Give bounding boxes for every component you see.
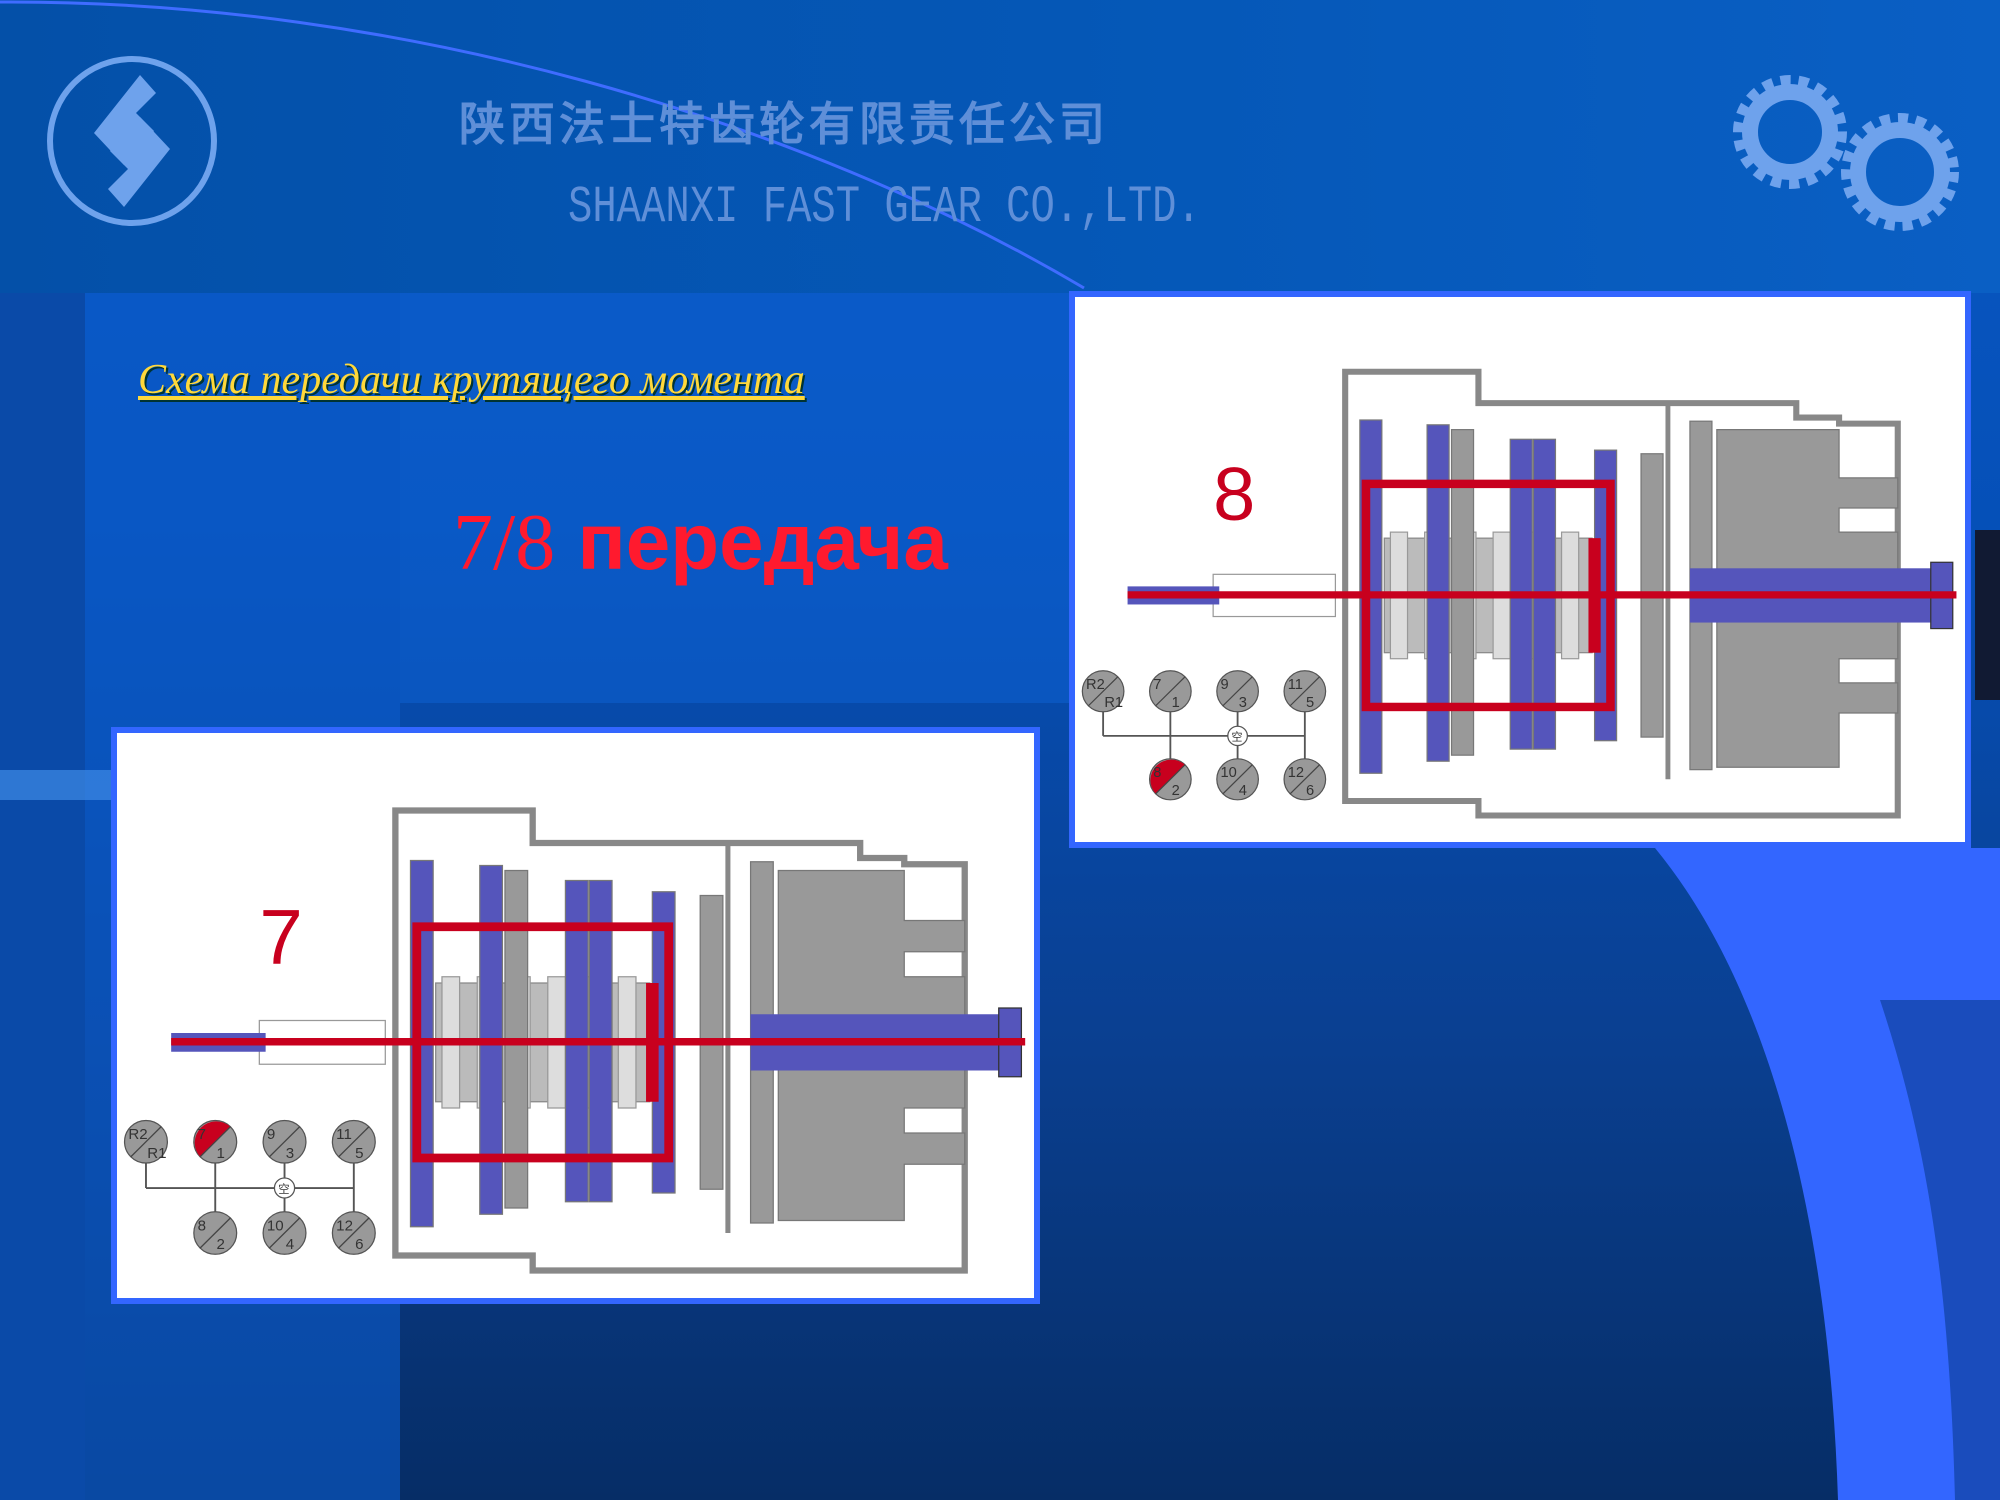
shift-divider xyxy=(1289,676,1320,707)
shift-label-bottom: R1 xyxy=(1104,695,1123,711)
housing-outline xyxy=(1342,368,1901,819)
housing-outline xyxy=(392,807,968,1274)
shift-position-12-6: 126 xyxy=(331,1211,376,1255)
slide-title: Схема передачи крутящего момента xyxy=(138,357,805,403)
shift-position-12-6: 126 xyxy=(1283,758,1327,801)
shift-label-top: 11 xyxy=(336,1126,352,1143)
gear-number-label: 8 xyxy=(1213,453,1255,536)
shift-position-7-1: 71 xyxy=(1148,670,1192,713)
shift-position-9-3: 93 xyxy=(262,1119,307,1164)
engaged-synchronizer xyxy=(646,983,659,1102)
gears-icon xyxy=(1733,75,1959,231)
shift-label-top: 7 xyxy=(1153,677,1161,693)
shift-label-bottom: 5 xyxy=(1306,695,1314,711)
company-name-english: SHAANXI FAST GEAR CO.,LTD. xyxy=(568,178,1201,237)
shift-label-top: 8 xyxy=(198,1218,206,1235)
gear-heading: 7/8 передача xyxy=(453,496,948,589)
company-logo-icon xyxy=(47,56,217,226)
shift-divider xyxy=(338,1126,370,1158)
shift-position-10-4: 104 xyxy=(1216,758,1259,801)
shift-divider xyxy=(1222,676,1253,707)
shift-divider xyxy=(268,1217,301,1249)
shift-label-bottom: 4 xyxy=(286,1236,294,1253)
shift-position-11-5: 115 xyxy=(1283,670,1327,713)
shift-label-bottom: R1 xyxy=(147,1145,166,1162)
shift-position-11-5: 115 xyxy=(331,1119,376,1164)
gear-heading-word: передача xyxy=(577,497,948,586)
shift-pattern-lines xyxy=(1102,691,1306,780)
company-name-chinese: 陕西法士特齿轮有限责任公司 xyxy=(459,97,1109,151)
shift-label-top: 12 xyxy=(1288,765,1304,781)
engaged-highlight xyxy=(194,1121,231,1157)
company-header xyxy=(0,0,2000,293)
engaged-highlight xyxy=(1150,759,1186,794)
neutral-circle xyxy=(273,1177,296,1199)
neutral-circle xyxy=(1227,725,1248,747)
torque-path-loop xyxy=(412,922,674,1163)
shift-position-7-1: 71 xyxy=(193,1119,238,1164)
shift-divider xyxy=(338,1217,370,1249)
shift-label-top: 8 xyxy=(1153,765,1161,781)
shift-label-top: 7 xyxy=(198,1126,206,1143)
shift-divider xyxy=(1222,764,1253,795)
shift-label-top: 10 xyxy=(1220,765,1236,781)
shift-divider xyxy=(1155,676,1186,707)
shift-label-bottom: 6 xyxy=(355,1236,363,1253)
shift-label-top: 10 xyxy=(267,1218,284,1235)
shift-position-8-2: 82 xyxy=(193,1211,238,1255)
shift-label-bottom: 2 xyxy=(1172,783,1180,799)
shift-label-bottom: 1 xyxy=(1172,695,1180,711)
shift-label-bottom: 4 xyxy=(1239,783,1247,799)
shift-label-top: 9 xyxy=(267,1126,275,1143)
shift-divider xyxy=(1088,676,1119,707)
shift-pattern-lines xyxy=(145,1141,355,1233)
shift-divider xyxy=(1289,764,1320,795)
shift-label-bottom: 5 xyxy=(355,1145,363,1162)
neutral-label: 空 xyxy=(278,1182,289,1196)
gear-number-label: 7 xyxy=(259,896,302,982)
shift-label-bottom: 3 xyxy=(286,1145,294,1162)
shift-label-bottom: 1 xyxy=(217,1145,225,1162)
shift-label-top: 9 xyxy=(1220,677,1228,693)
shift-divider xyxy=(199,1217,231,1249)
shift-position-10-4: 104 xyxy=(262,1211,307,1255)
shift-label-bottom: 2 xyxy=(217,1236,225,1253)
engaged-synchronizer xyxy=(1588,538,1601,653)
shift-label-top: 12 xyxy=(336,1218,353,1235)
shift-divider xyxy=(1155,764,1186,795)
shift-label-top: R2 xyxy=(1086,677,1105,693)
shift-divider xyxy=(268,1126,301,1158)
shift-label-bottom: 6 xyxy=(1306,783,1314,799)
shift-position-9-3: 93 xyxy=(1216,670,1259,713)
gear-heading-number: 7/8 xyxy=(453,499,556,587)
shift-label-bottom: 3 xyxy=(1239,695,1247,711)
shift-label-top: 11 xyxy=(1288,677,1303,693)
shift-divider xyxy=(199,1126,231,1158)
shift-position-8-2: 82 xyxy=(1148,758,1192,801)
shift-label-top: R2 xyxy=(128,1126,147,1143)
neutral-label: 空 xyxy=(1231,730,1242,744)
torque-path-loop xyxy=(1361,479,1615,712)
shift-divider xyxy=(130,1126,162,1158)
